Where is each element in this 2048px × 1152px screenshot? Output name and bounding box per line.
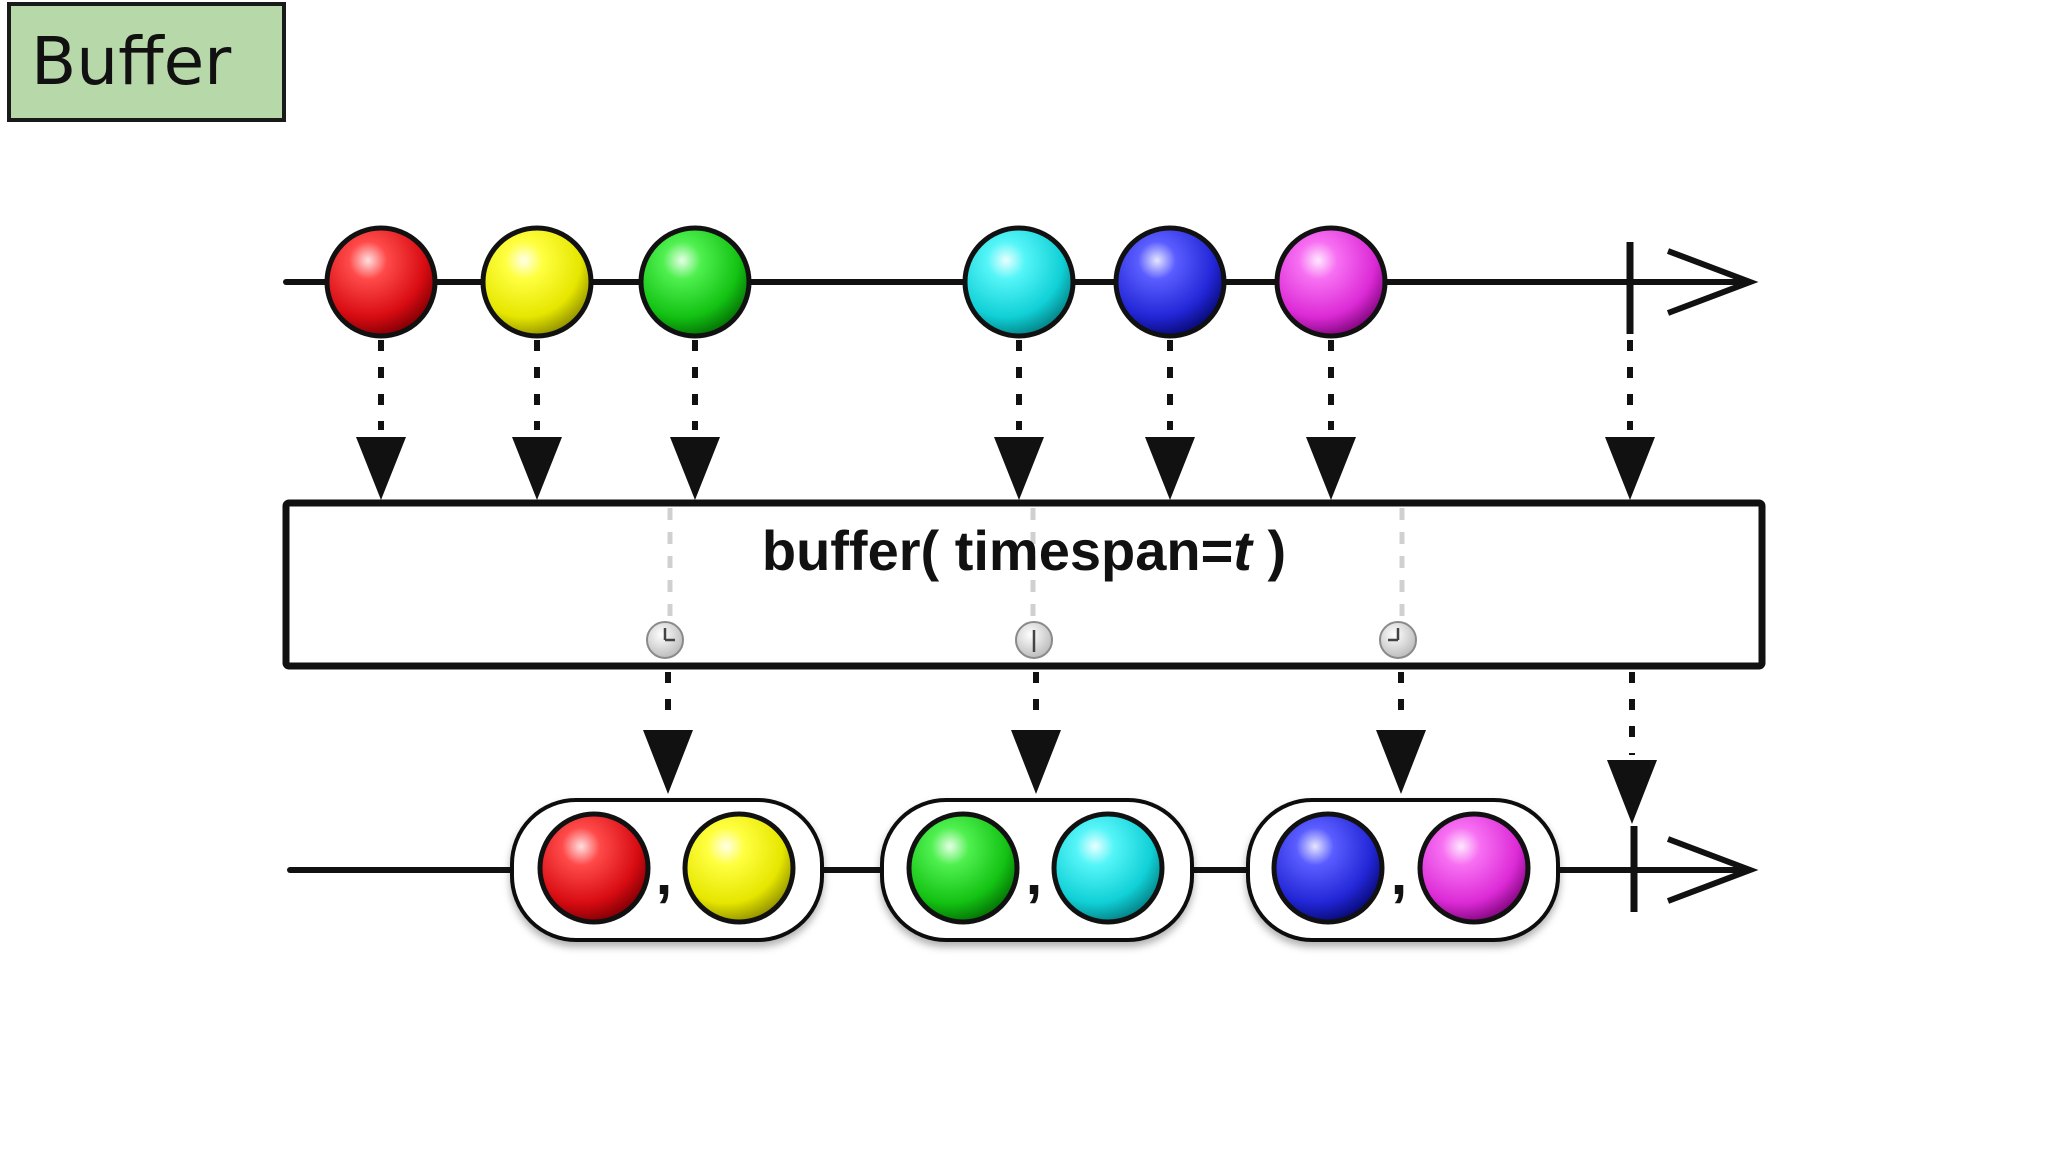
marble-green [906,811,1020,925]
marble-cyan [1051,811,1165,925]
clock-icon [1379,621,1417,659]
buffer-group: , [880,798,1194,942]
marble-yellow [480,225,594,339]
buffer-group: , [510,798,824,942]
marble-red [537,811,651,925]
input-marbles [324,225,1388,339]
marble-green [638,225,752,339]
buffer-group: , [1246,798,1560,942]
marble-magenta [1417,811,1531,925]
marble-red [324,225,438,339]
marble-blue [1271,811,1385,925]
buffer-separator: , [1026,840,1043,907]
page-title: Buffer [31,23,232,100]
buffer-separator: , [656,840,673,907]
output-arrows [643,672,1657,824]
input-arrows [356,340,1655,500]
operator-label: buffer( timespan=t ) [762,519,1286,582]
buffer-separator: , [1391,840,1408,907]
clock-icon [646,621,684,659]
title-box: Buffer [7,2,286,122]
marble-blue [1113,225,1227,339]
clock-icon [1015,621,1053,659]
marble-magenta [1274,225,1388,339]
marble-cyan [962,225,1076,339]
marble-yellow [682,811,796,925]
